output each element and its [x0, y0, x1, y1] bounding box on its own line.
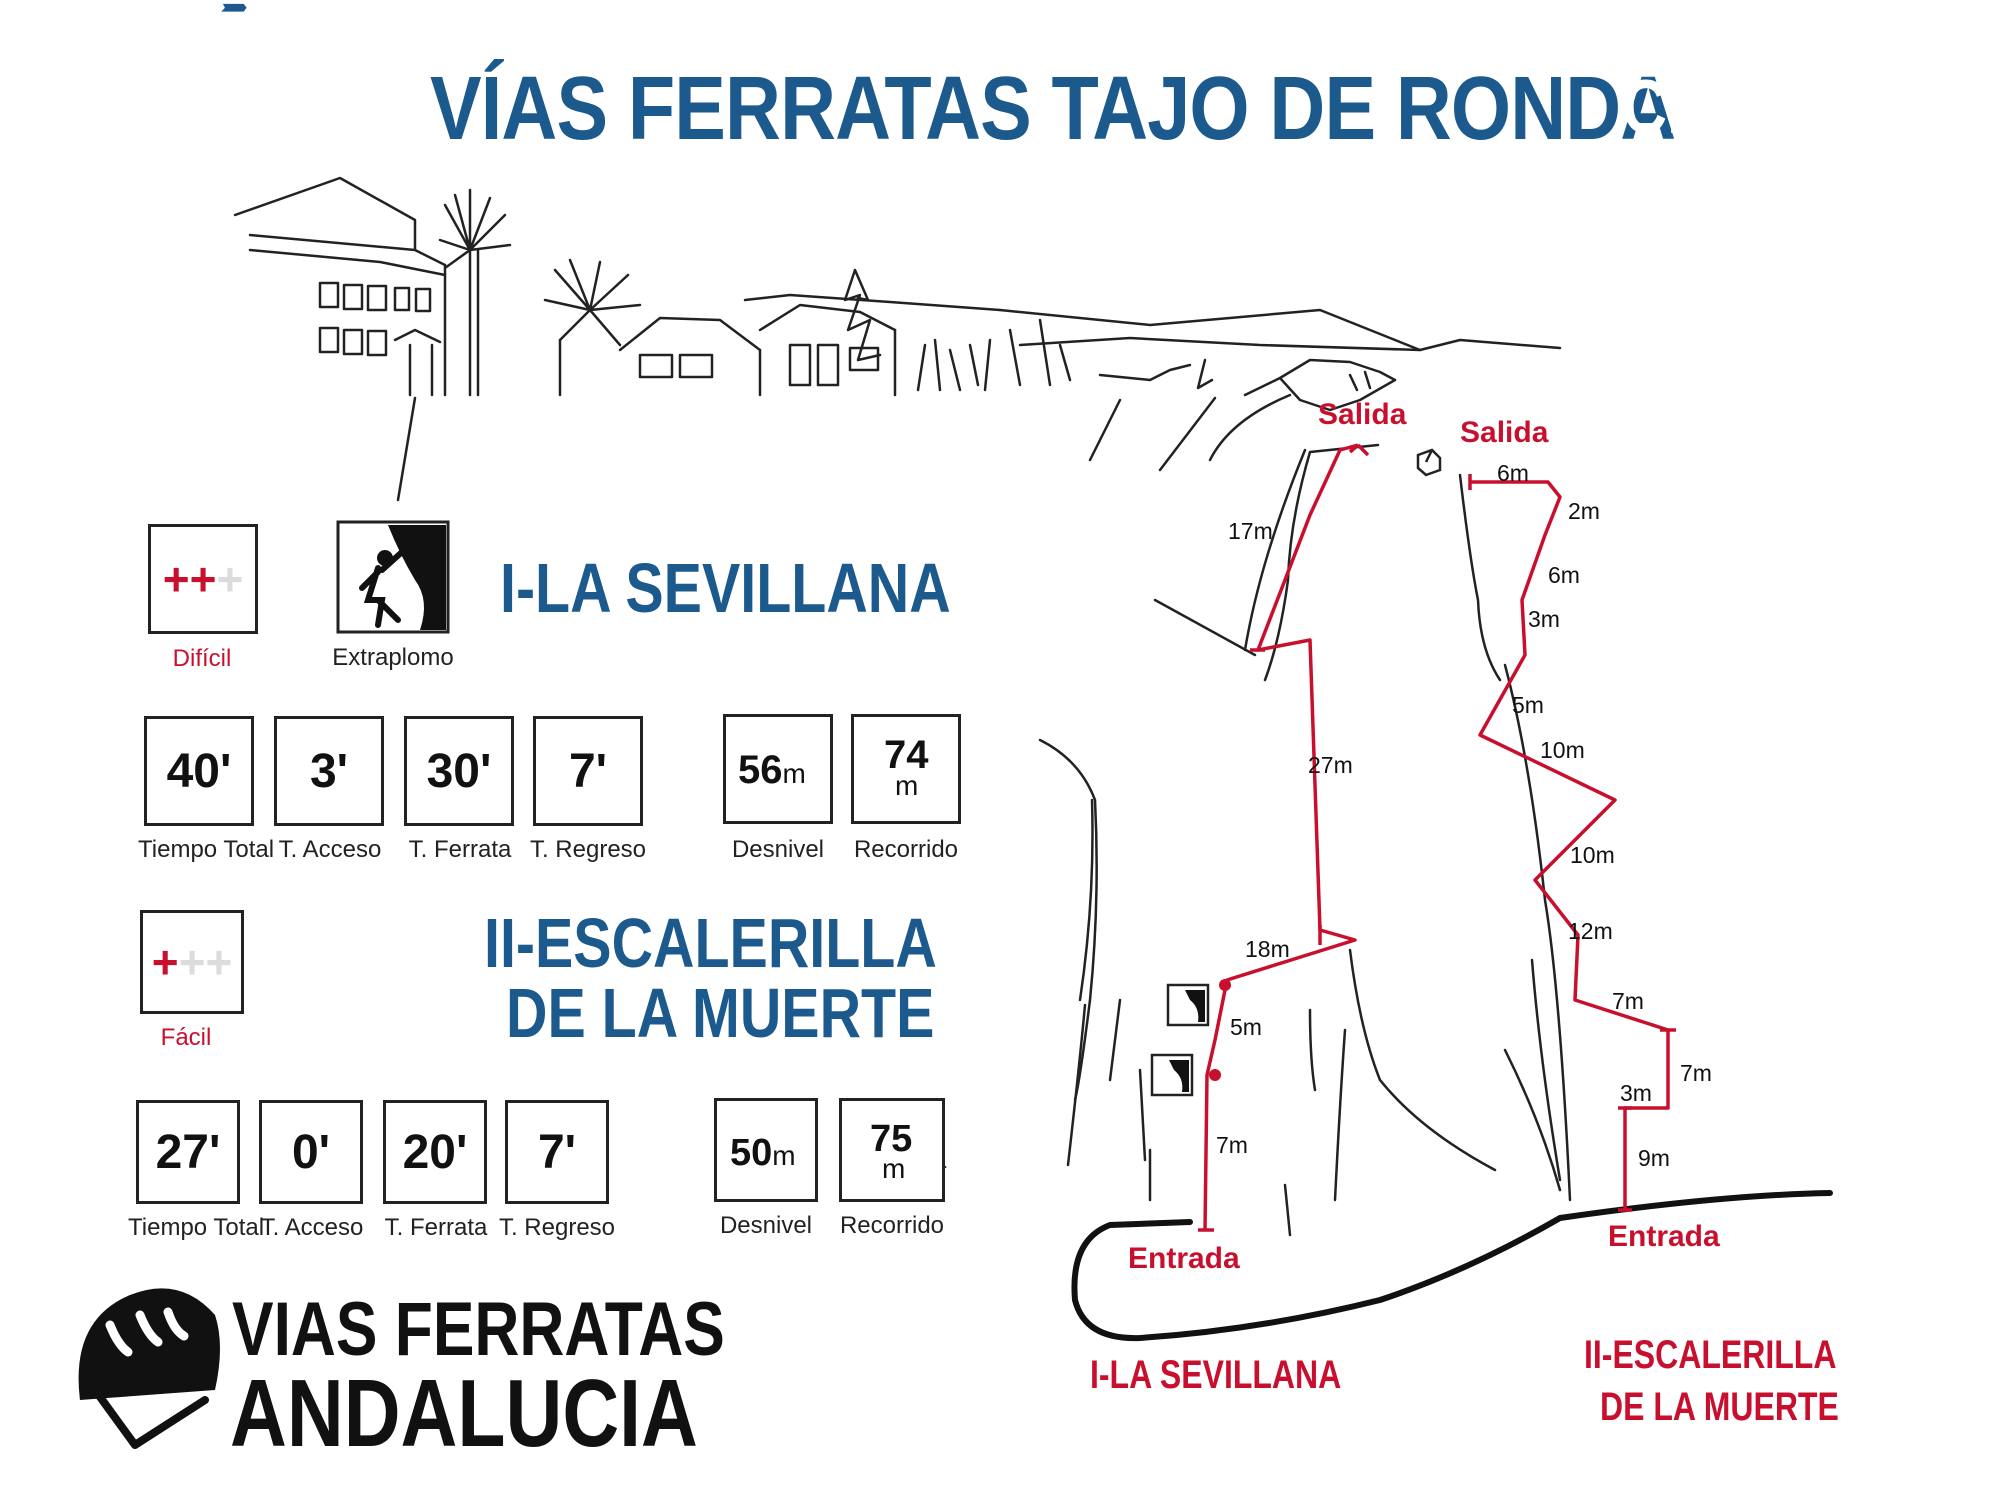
croquis-banner: CROQUIS [1622, 65, 1913, 150]
logo-line-2: ANDALUCIA [230, 1360, 698, 1467]
route-2-segment-label: 6m [1497, 460, 1529, 486]
route-2-segment-label: 2m [1568, 498, 1600, 524]
route-2-segment-label: 10m [1570, 842, 1615, 868]
time-access-box-route-2: 0' [259, 1100, 363, 1204]
difficulty-label-route-2: Fácil [160, 1024, 212, 1051]
entrada-label-route-2: Entrada [1608, 1220, 1720, 1253]
desnivel-value-route-2: 50m [730, 1132, 796, 1174]
route-2-title-line-2: DE LA MUERTE [506, 974, 935, 1052]
route-2-path [1468, 474, 1676, 1212]
route-2-segment-label: 3m [1620, 1080, 1652, 1106]
logo-line-1: VIAS FERRATAS [232, 1287, 725, 1372]
route-2-segment-label: 3m [1528, 606, 1560, 632]
time-ferrata-box-route-1: 30' [404, 716, 514, 826]
diagram-route-2-label-line-1: II-ESCALERILLA [1584, 1333, 1837, 1377]
time-ferrata-box-route-2: 20' [383, 1100, 487, 1204]
recorrido-box-route-2 [839, 1098, 945, 1202]
route-1-segment-label: 18m [1245, 936, 1290, 962]
difficulty-plus-icon: + [162, 553, 190, 605]
difficulty-label-route-1: Difícil [172, 645, 232, 672]
time-ferrata-label: T. Ferrata [408, 836, 512, 863]
route-1-title: I-LA SEVILLANA [500, 549, 951, 627]
desnivel-label: Desnivel [731, 836, 825, 863]
desnivel-box-route-1 [723, 714, 833, 824]
time-return-label: T. Regreso [498, 1214, 616, 1241]
route-1-segment-label: 27m [1308, 752, 1353, 778]
difficulty-plus-icon: + [205, 936, 233, 988]
page-title: VÍAS FERRATAS TAJO DE RONDA [430, 59, 1676, 159]
time-total-box-route-2: 27' [136, 1100, 240, 1204]
route-2-segment-label: 10m [1540, 737, 1585, 763]
difficulty-plus-icon: + [151, 936, 179, 988]
cliff-lines [396, 393, 1572, 1237]
route-1-segment-label: 17m [1228, 518, 1273, 544]
route-1-node [1219, 979, 1231, 991]
difficulty-plus-icon: + [178, 936, 206, 988]
route-1-path [1198, 443, 1370, 1232]
time-return-label: T. Regreso [529, 836, 647, 863]
recorrido-unit-route-2: m [882, 1153, 906, 1184]
route-2-title-line-1: II-ESCALERILLA [484, 904, 937, 982]
recorrido-unit-route-1: m [895, 770, 919, 801]
route-1-node [1209, 1069, 1221, 1081]
desnivel-box-route-2 [714, 1098, 818, 1202]
diagram-route-2-label-line-2: DE LA MUERTE [1600, 1385, 1839, 1429]
route-2-segment-label: 5m [1512, 692, 1544, 718]
difficulty-box-route-1: +++ [148, 524, 258, 634]
diagram-route-1-label: I-LA SEVILLANA [1090, 1353, 1342, 1397]
summit-block [1416, 448, 1442, 477]
recorrido-value-route-1: 74 [884, 733, 929, 777]
time-access-box-route-1: 3' [274, 716, 384, 826]
route-1-segment-label: 7m [1216, 1132, 1248, 1158]
route-2-segment-label: 9m [1638, 1145, 1670, 1171]
route-2-segment-label: 6m [1548, 562, 1580, 588]
helmet-icon [78, 1288, 220, 1449]
recorrido-label: Recorrido [853, 836, 959, 863]
salida-label-route-1: Salida [1318, 398, 1407, 431]
difficulty-box-route-2: +++ [140, 910, 244, 1014]
time-ferrata-label: T. Ferrata [384, 1214, 488, 1241]
terrain-label: Extraplomo [332, 644, 454, 671]
time-access-label: T. Acceso [278, 836, 382, 863]
recorrido-value-route-2: 75 [870, 1118, 913, 1160]
difficulty-plus-icon: + [189, 553, 217, 605]
desnivel-label: Desnivel [719, 1212, 813, 1239]
time-total-box-route-1: 40' [144, 716, 254, 826]
route-2-segment-label: 12m [1568, 918, 1613, 944]
salida-label-route-2: Salida [1460, 416, 1549, 449]
route-2-segment-label: 7m [1612, 988, 1644, 1014]
time-total-label: Tiempo Total [138, 836, 275, 863]
time-return-box-route-1: 7' [533, 716, 643, 826]
recorrido-label: Recorrido [839, 1212, 945, 1239]
time-total-label: Tiempo Total [128, 1214, 265, 1241]
overhang-climber-icon [336, 520, 450, 634]
ground-trail [1071, 1190, 1833, 1342]
difficulty-plus-icon: + [216, 553, 244, 605]
recorrido-box-route-1 [851, 714, 961, 824]
time-access-label: T. Acceso [260, 1214, 364, 1241]
town-skyline-drawing [233, 176, 1562, 412]
entrada-label-route-1: Entrada [1128, 1242, 1240, 1275]
desnivel-value-route-1: 56m [738, 748, 806, 792]
route-1-segment-label: 5m [1230, 1014, 1262, 1040]
route-2-segment-label: 7m [1680, 1060, 1712, 1086]
time-return-box-route-2: 7' [505, 1100, 609, 1204]
croquis-banner-shape [221, 3, 247, 12]
